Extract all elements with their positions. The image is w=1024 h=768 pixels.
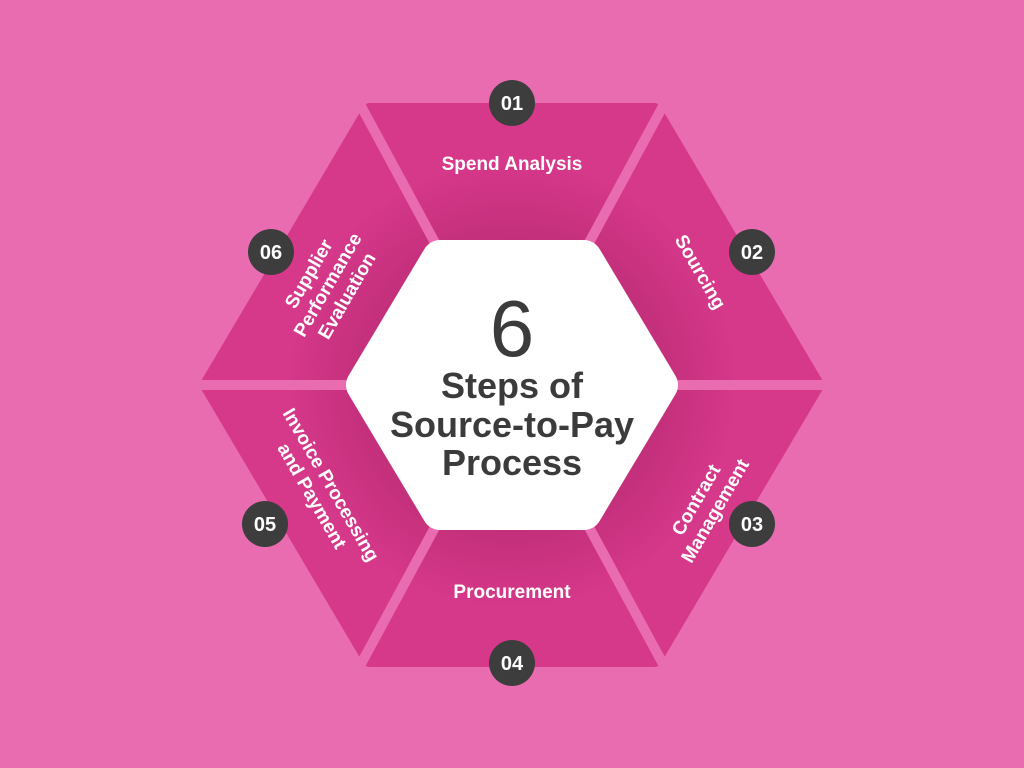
step-01-badge: 01 — [489, 80, 535, 126]
step-06-number: 06 — [260, 242, 282, 264]
step-04-number: 04 — [501, 653, 524, 675]
step-04-badge: 04 — [489, 640, 535, 686]
step-04-label: Procurement — [453, 582, 571, 603]
step-03-number: 03 — [741, 514, 763, 536]
step-06-badge: 06 — [248, 229, 294, 275]
step-03-badge: 03 — [729, 501, 775, 547]
center-title-line3: Process — [442, 442, 582, 483]
step-05-number: 05 — [254, 514, 276, 536]
center-hexagon — [346, 240, 678, 530]
step-01-label: Spend Analysis — [442, 154, 583, 175]
step-02-badge: 02 — [729, 229, 775, 275]
center-number: 6 — [490, 284, 535, 373]
center-title-line1: Steps of — [441, 365, 584, 406]
center-title-line2: Source-to-Pay — [390, 404, 634, 445]
step-05-badge: 05 — [242, 501, 288, 547]
step-01-number: 01 — [501, 93, 523, 115]
step-02-number: 02 — [741, 242, 763, 264]
